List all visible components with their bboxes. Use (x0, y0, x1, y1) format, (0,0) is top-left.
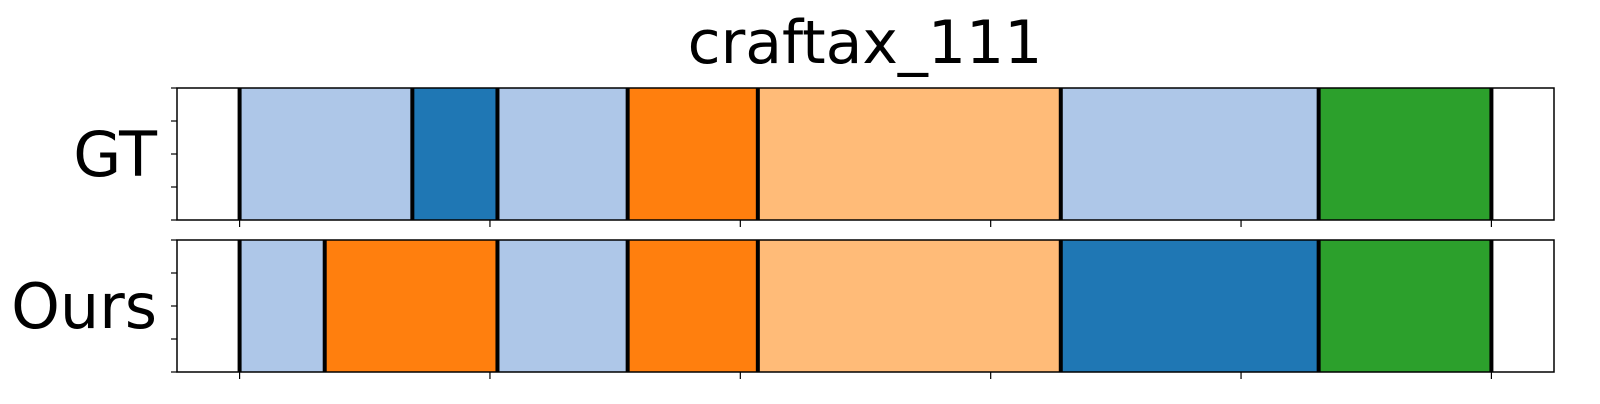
segment-bar (1060, 240, 1319, 372)
segment-bar (324, 240, 498, 372)
segment-bar (412, 88, 498, 220)
row-label: Ours (11, 270, 157, 343)
segment-bar (1318, 240, 1492, 372)
segment-bar (1318, 88, 1492, 220)
segment-bar (627, 88, 758, 220)
segment-bar (497, 88, 628, 220)
row-label: GT (73, 118, 158, 191)
segment-bar (757, 88, 1061, 220)
segment-bar (239, 88, 413, 220)
segment-bar (757, 240, 1061, 372)
segment-bar (627, 240, 758, 372)
segment-bar (497, 240, 628, 372)
segment-bar (1060, 88, 1319, 220)
row-1: Ours (11, 239, 1555, 379)
row-0: GT (73, 87, 1555, 227)
chart-title: craftax_111 (688, 8, 1043, 78)
segment-bar (239, 240, 325, 372)
